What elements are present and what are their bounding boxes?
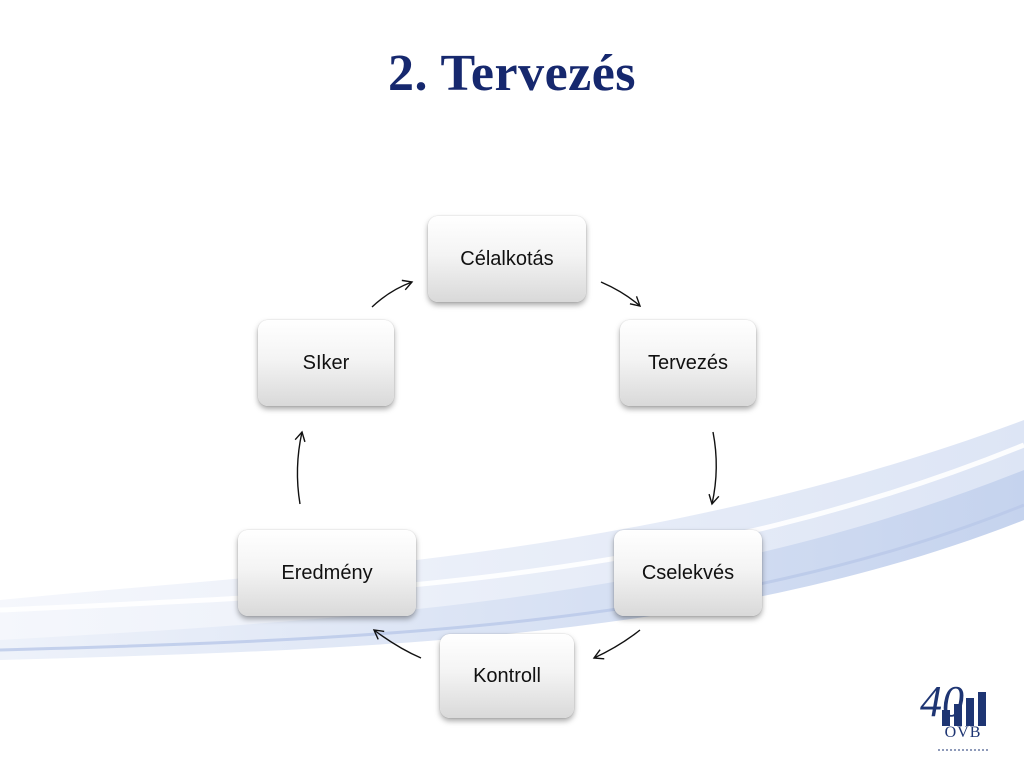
arrow-siker-celalkotas [371,279,414,308]
arrow-eredmeny-siker [294,430,306,505]
node-eredmeny: Eredmény [238,530,416,616]
arrow-tervezes-cselekves [708,431,720,506]
node-tervezes: Tervezés [620,320,756,406]
arrow-cselekves-kontroll [592,629,641,660]
arrow-celalkotas-tervezes [600,281,642,307]
node-siker: SIker [258,320,394,406]
arrow-kontroll-eredmeny [372,629,422,659]
node-cselekves: Cselekvés [614,530,762,616]
node-celalkotas: Célalkotás [428,216,586,302]
node-kontroll: Kontroll [440,634,574,718]
logo-number: 40 [920,677,964,726]
ovb-logo-icon [938,692,988,751]
logo-text: OVB [944,724,982,741]
slide-title: 2. Tervezés [387,45,637,102]
